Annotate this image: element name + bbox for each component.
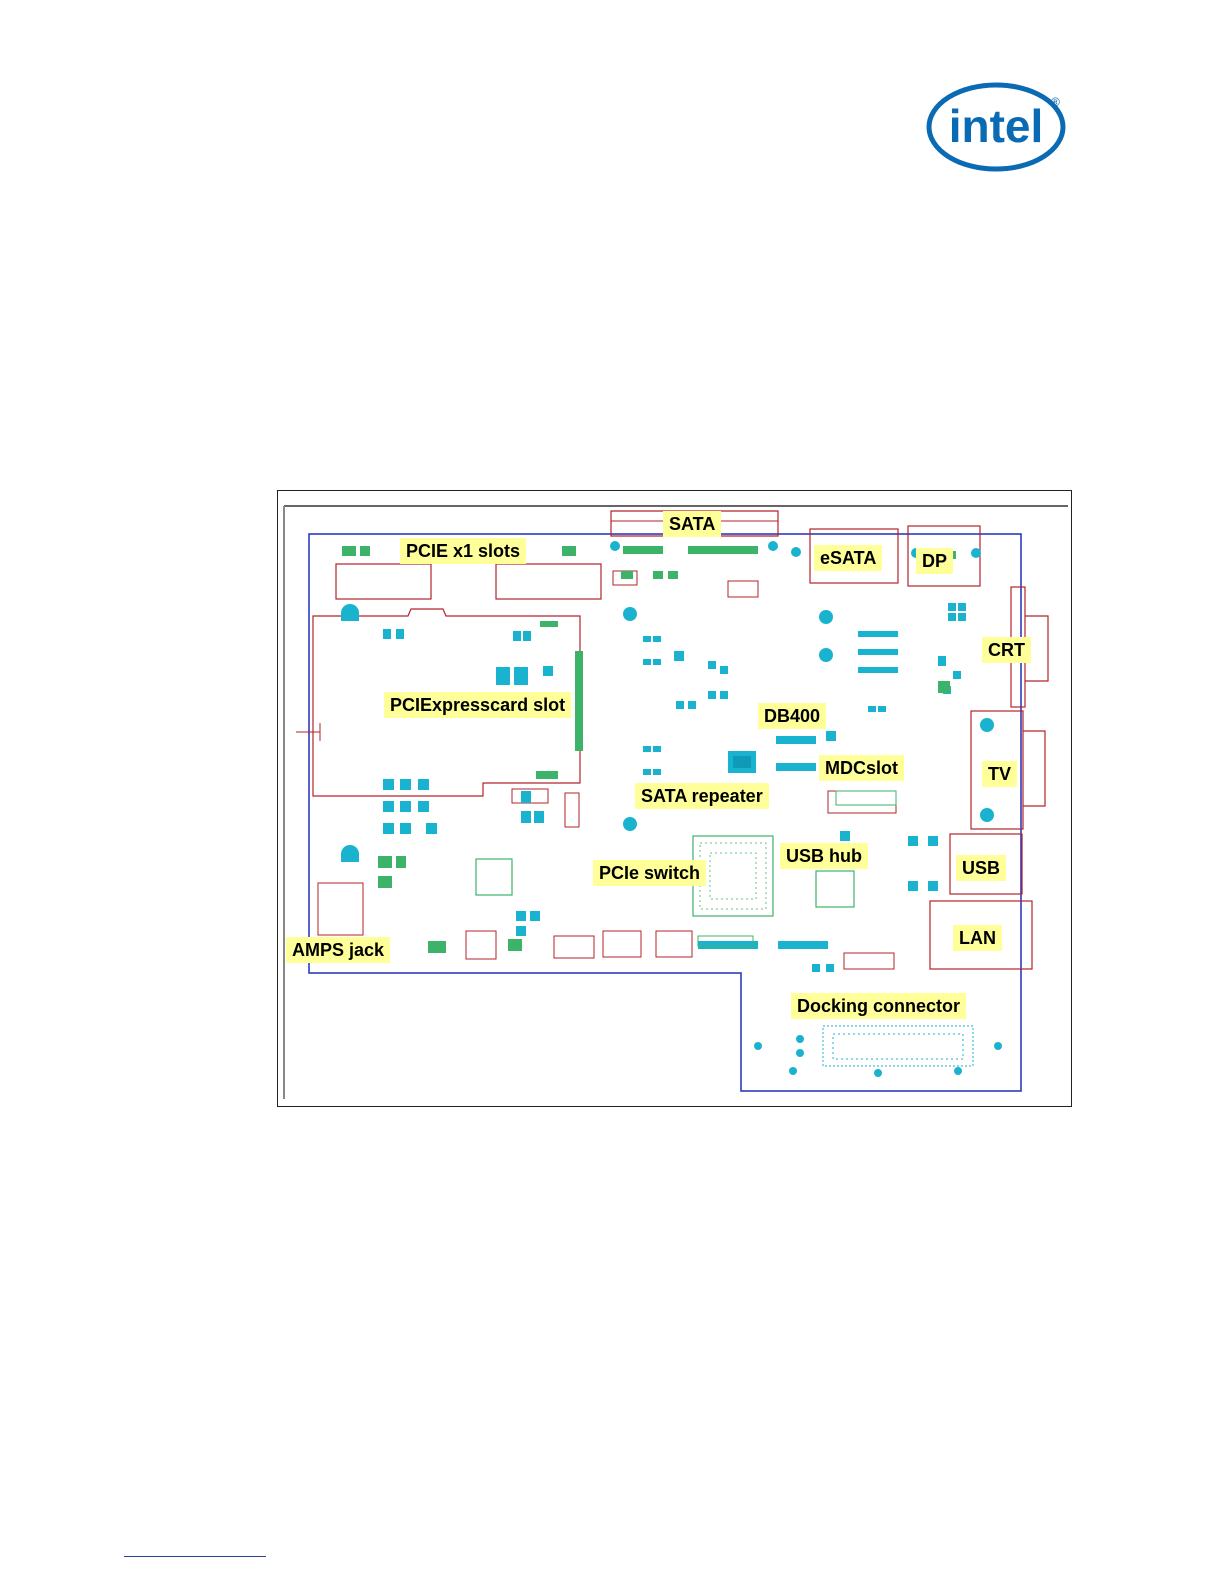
label-dp: DP: [916, 548, 953, 574]
intel-logo: intel ®: [925, 80, 1067, 174]
board-layout-figure: SATA PCIE x1 slots eSATA DP CRT PCIExpre…: [277, 490, 1072, 1107]
label-lan: LAN: [953, 925, 1002, 951]
label-sata: SATA: [663, 511, 721, 537]
label-docking-connector: Docking connector: [791, 993, 966, 1019]
label-amps-jack: AMPS jack: [286, 937, 390, 963]
label-tv: TV: [982, 761, 1017, 787]
label-crt: CRT: [982, 637, 1031, 663]
label-esata: eSATA: [814, 545, 882, 571]
label-mdcslot: MDCslot: [819, 755, 904, 781]
footer-rule: [124, 1556, 266, 1557]
logo-wordmark: intel: [949, 100, 1044, 152]
label-pcie-x1-slots: PCIE x1 slots: [400, 538, 526, 564]
registered-mark: ®: [1051, 95, 1060, 109]
docking-connector-pins: [754, 1026, 1002, 1077]
label-sata-repeater: SATA repeater: [635, 783, 769, 809]
label-db400: DB400: [758, 703, 826, 729]
label-pcie-switch: PCIe switch: [593, 860, 706, 886]
label-usb-hub: USB hub: [780, 843, 868, 869]
label-usb: USB: [956, 855, 1006, 881]
label-pciexpresscard-slot: PCIExpresscard slot: [384, 692, 571, 718]
